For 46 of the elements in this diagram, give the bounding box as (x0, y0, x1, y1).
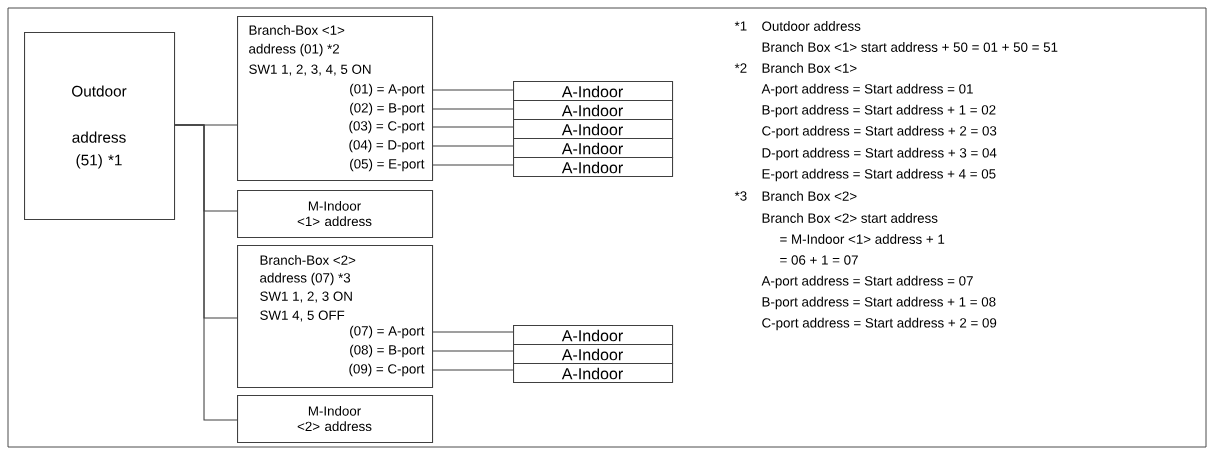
port-label: (07) = A-port (350, 325, 425, 339)
note-text: Outdoor address (762, 21, 861, 31)
indoor-unit-box: A-Indoor (513, 363, 674, 384)
note-text: = 06 + 1 = 07 (780, 255, 858, 265)
footnote-mark: *2 (734, 63, 747, 73)
note-text: E-port address = Start address + 4 = 05 (762, 168, 996, 182)
indoor-unit-box: A-Indoor (513, 325, 674, 346)
port-label: (09) = C-port (349, 363, 425, 377)
note-text: Branch Box <2> start address (762, 213, 938, 223)
note-text: C-port address = Start address + 2 = 09 (762, 317, 997, 331)
port-label: (02) = B-port (350, 102, 425, 116)
connector-line (431, 126, 514, 128)
indoor-unit-box: M-Indoor <1> address (237, 190, 434, 239)
indoor-unit-box: A-Indoor (513, 157, 674, 178)
outdoor-unit-box: Outdoor address (51) *1 (24, 32, 176, 221)
note-text: = M-Indoor <1> address + 1 (780, 234, 945, 244)
note-text: Branch Box <1> (762, 63, 857, 73)
connector-line (431, 108, 514, 110)
note-text: C-port address = Start address + 2 = 03 (762, 125, 997, 139)
note-text: B-port address = Start address + 1 = 08 (762, 296, 996, 310)
connector-line (431, 369, 514, 371)
indoor-unit-box: A-Indoor (513, 344, 674, 365)
note-text: Branch Box <1> start address + 50 = 01 + 50 = 51 (762, 42, 1058, 52)
note-text: Branch Box <2> (762, 191, 857, 201)
port-label: (05) = E-port (350, 158, 425, 172)
indoor-unit-box: M-Indoor <2> address (237, 395, 434, 444)
note-text: A-port address = Start address = 01 (761, 83, 973, 97)
port-label: (03) = C-port (349, 120, 425, 134)
indoor-unit-box: A-Indoor (513, 81, 674, 102)
port-label: (08) = B-port (350, 344, 425, 358)
note-text: B-port address = Start address + 1 = 02 (762, 104, 996, 118)
connector-line (431, 164, 514, 166)
connector-line (431, 350, 514, 352)
connector-line (431, 331, 514, 333)
indoor-unit-box: A-Indoor (513, 138, 674, 159)
connector-line (431, 145, 514, 147)
footnote-mark: *1 (734, 21, 747, 31)
port-label: (01) = A-port (350, 83, 425, 97)
connector-line (431, 89, 514, 91)
port-label: (04) = D-port (349, 139, 425, 153)
indoor-unit-box: A-Indoor (513, 100, 674, 121)
note-text: D-port address = Start address + 3 = 04 (762, 147, 997, 161)
footnote-mark: *3 (734, 191, 747, 201)
connector-line (174, 124, 238, 421)
indoor-unit-box: A-Indoor (513, 119, 674, 140)
note-text: A-port address = Start address = 07 (761, 275, 973, 289)
